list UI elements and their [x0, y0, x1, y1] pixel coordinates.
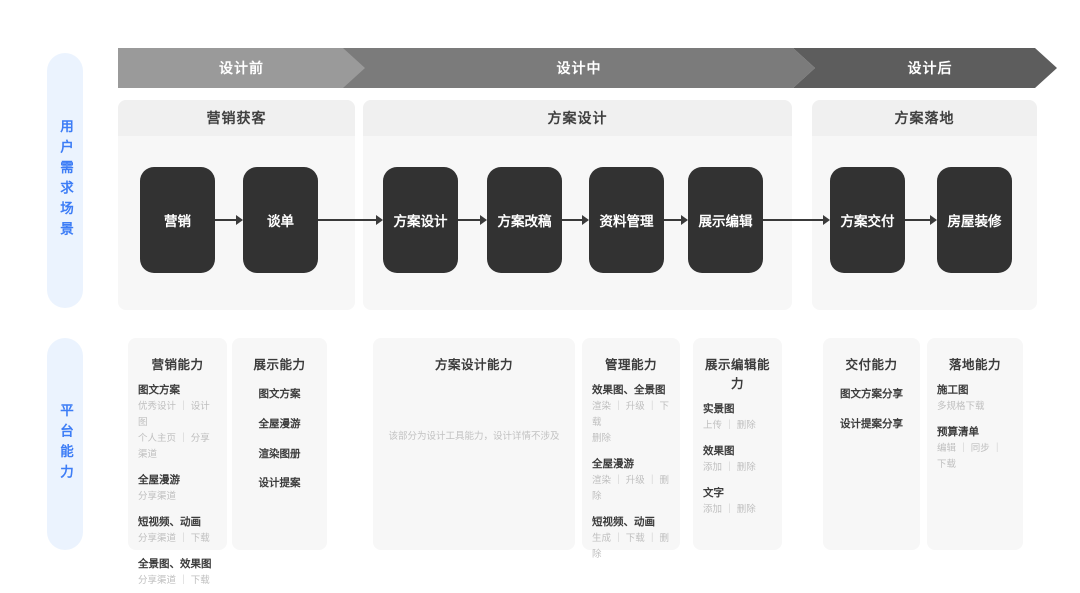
capability-note: 该部分为设计工具能力，设计详情不涉及 [388, 431, 560, 442]
step-box: 方案设计 [383, 167, 458, 273]
step-box: 谈单 [243, 167, 318, 273]
capability-item-detail: 编辑 ｜ 同步 ｜ 下载 [937, 442, 1002, 470]
capability-item-name: 实景图 [703, 403, 735, 415]
step-box: 方案交付 [830, 167, 905, 273]
capability-panel-title: 展示编辑能力 [704, 358, 770, 391]
flow-arrow-6 [763, 215, 830, 225]
capability-item-name: 预算清单 [937, 425, 979, 438]
capability-item-detail: 渲染 ｜ 升级 ｜ 删除 [592, 474, 670, 503]
capability-panel-2: 展示能力图文方案全屋漫游渲染图册设计提案 [232, 338, 327, 550]
phase-label: 设计中 [556, 60, 602, 76]
capability-item-detail: 渲染 ｜ 升级 ｜ 下载 [592, 400, 670, 428]
capability-item-name: 短视频、动画 [138, 516, 201, 529]
capability-item-name: 全屋漫游 [592, 458, 634, 471]
capability-item-detail: 生成 ｜ 下载 ｜ 删除 [592, 532, 670, 561]
capability-item-detail: 优秀设计 ｜ 设计图 [138, 400, 210, 428]
phase-banner-segment-2: 设计中 [343, 48, 815, 88]
step-box: 展示编辑 [688, 167, 763, 273]
capability-panel-title: 方案设计能力 [434, 358, 513, 372]
platform-capability-side-label-text: 平台能力 [58, 403, 73, 485]
capability-item-detail: 添加 ｜ 删除 [703, 461, 756, 473]
step-box: 方案改稿 [487, 167, 562, 273]
scenario-panel-title: 方案落地 [812, 100, 1037, 136]
phase-banner-segment-3: 设计后 [793, 48, 1057, 88]
capability-panel-5: 展示编辑能力实景图上传 ｜ 删除效果图添加 ｜ 删除文字添加 ｜ 删除 [693, 338, 782, 550]
flow-arrow-1 [215, 215, 243, 225]
capability-item-name: 全屋漫游 [138, 474, 180, 487]
capability-item-name: 图文方案 [258, 388, 301, 400]
capability-item-name: 短视频、动画 [592, 516, 655, 529]
capability-panel-title: 交付能力 [845, 358, 898, 372]
capability-item-name: 图文方案 [138, 384, 180, 396]
capability-item-name: 图文方案分享 [840, 388, 903, 400]
capability-item-detail: 分享渠道 [138, 491, 177, 503]
capability-item-name: 效果图、全景图 [592, 384, 666, 396]
step-label: 资料管理 [599, 214, 654, 229]
step-box: 资料管理 [589, 167, 664, 273]
flow-arrow-4 [562, 215, 589, 225]
capability-item-name: 设计提案 [258, 477, 301, 490]
step-label: 展示编辑 [698, 214, 753, 229]
capability-item-detail: 分享渠道 ｜ 下载 [138, 532, 210, 544]
step-label: 房屋装修 [947, 214, 1002, 229]
capability-item-detail: 分享渠道 ｜ 下载 [138, 574, 210, 586]
capability-panel-7: 落地能力施工图多规格下载预算清单编辑 ｜ 同步 ｜ 下载 [927, 338, 1023, 550]
capability-item-detail: 删除 [592, 433, 612, 445]
capability-panel-1: 营销能力图文方案优秀设计 ｜ 设计图个人主页 ｜ 分享渠道全屋漫游分享渠道短视频… [128, 338, 227, 586]
step-label: 方案改稿 [497, 214, 552, 229]
phase-label: 设计前 [219, 60, 264, 76]
step-label: 方案交付 [840, 214, 895, 229]
platform-capability-side-label: 平台能力 [47, 338, 83, 550]
phase-label: 设计后 [907, 60, 953, 76]
capability-panel-title: 营销能力 [151, 358, 204, 372]
capability-item-detail: 上传 ｜ 删除 [703, 419, 756, 431]
step-label: 营销 [164, 214, 191, 229]
step-label: 谈单 [267, 214, 294, 229]
capability-panel-4: 管理能力效果图、全景图渲染 ｜ 升级 ｜ 下载删除全屋漫游渲染 ｜ 升级 ｜ 删… [582, 338, 680, 560]
flow-arrow-3 [458, 215, 487, 225]
step-label: 方案设计 [393, 214, 448, 229]
user-scenarios-side-label-text: 用户需求场景 [58, 119, 73, 242]
user-scenarios-side-label: 用户需求场景 [47, 53, 83, 308]
capability-item-detail: 多规格下载 [937, 400, 985, 412]
flow-arrow-5 [664, 215, 688, 225]
capability-panel-title: 管理能力 [604, 358, 657, 372]
flow-arrow-2 [318, 215, 383, 225]
capability-panel-title: 落地能力 [948, 358, 1001, 372]
capability-item-detail: 添加 ｜ 删除 [703, 503, 756, 515]
flow-arrow-7 [905, 215, 937, 225]
phase-banner-segment-1: 设计前 [118, 48, 387, 88]
step-box: 营销 [140, 167, 215, 273]
capability-item-name: 设计提案分享 [840, 417, 903, 430]
capability-item-name: 文字 [703, 486, 724, 499]
capability-panel-6: 交付能力图文方案分享设计提案分享 [823, 338, 920, 550]
capability-panel-3: 方案设计能力该部分为设计工具能力，设计详情不涉及 [373, 338, 575, 550]
step-box: 房屋装修 [937, 167, 1012, 273]
capability-item-name: 效果图 [703, 444, 735, 457]
capability-item-detail: 个人主页 ｜ 分享渠道 [138, 433, 210, 461]
capability-item-name: 施工图 [937, 384, 969, 396]
scenario-panel-title: 营销获客 [118, 100, 355, 136]
capability-item-name: 全景图、效果图 [138, 558, 212, 571]
capability-item-name: 全屋漫游 [258, 417, 301, 430]
capability-item-name: 渲染图册 [258, 447, 301, 460]
capability-panel-title: 展示能力 [253, 358, 306, 372]
scenario-panel-title: 方案设计 [363, 100, 792, 136]
